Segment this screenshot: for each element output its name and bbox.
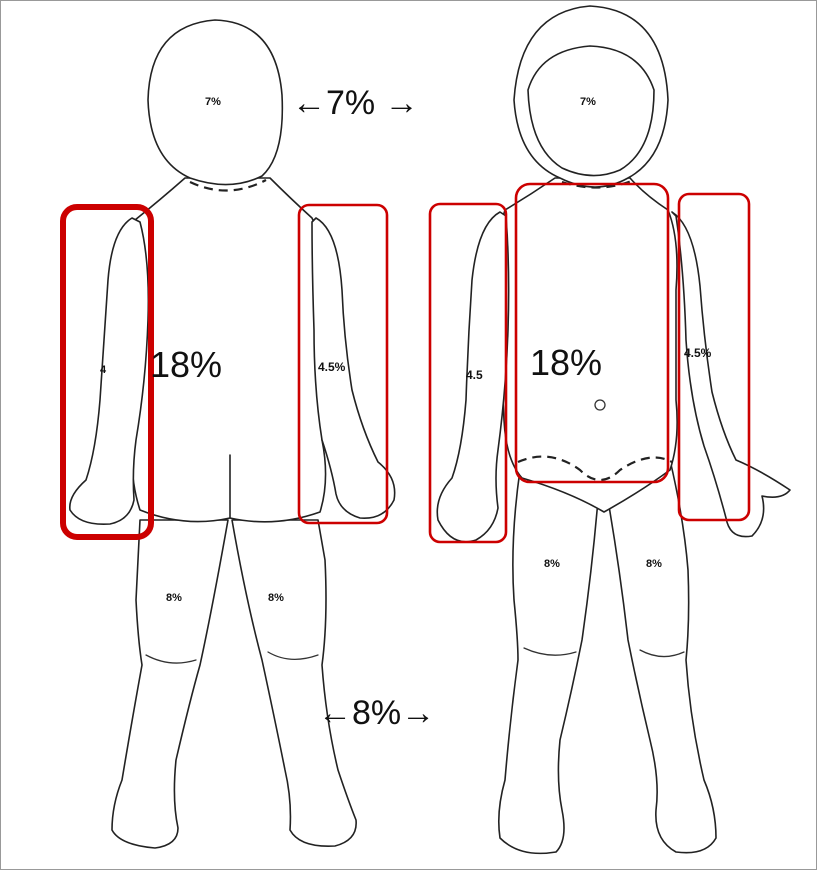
back-right-arm-label: 4.5% — [318, 360, 345, 374]
back-left-leg-label: 8% — [166, 592, 182, 604]
front-left-leg-label: 8% — [544, 558, 560, 570]
leg-arrow-label: ←8%→ — [318, 694, 435, 733]
head-arrow-label: ←7% → — [292, 84, 419, 123]
front-left-leg — [499, 470, 598, 853]
back-left-arm-label: 4 — [100, 364, 106, 376]
front-head-label: 7% — [580, 96, 596, 108]
back-right-leg — [232, 520, 356, 846]
front-view-figure — [430, 6, 790, 853]
back-head-label: 7% — [205, 96, 221, 108]
front-trunk-label: 18% — [530, 342, 602, 384]
front-left-arm-label: 4.5 — [466, 368, 483, 382]
front-right-arm-label: 4.5% — [684, 346, 711, 360]
front-right-arm — [672, 212, 790, 537]
back-right-leg-label: 8% — [268, 592, 284, 604]
back-left-leg — [112, 520, 228, 848]
back-trunk-label: 18% — [150, 344, 222, 386]
front-right-leg-label: 8% — [646, 558, 662, 570]
